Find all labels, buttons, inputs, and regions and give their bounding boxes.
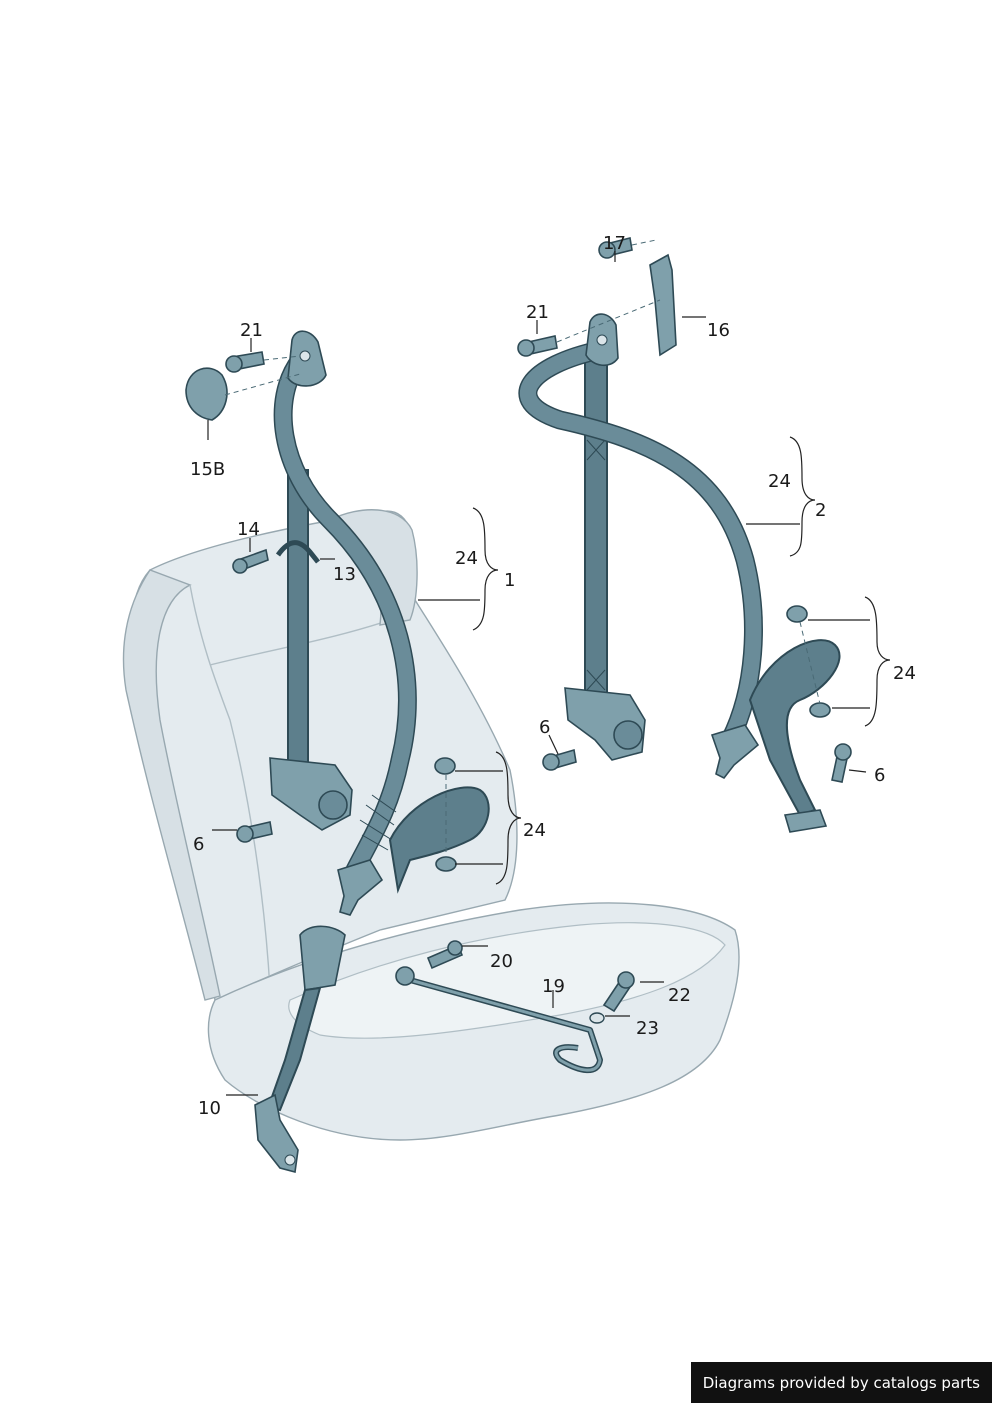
right-floor-anchor [783,809,828,833]
right-height-adjuster-16 [649,253,677,357]
left-screw-14-head [232,558,248,574]
callout-6-left: 6 [193,834,204,855]
left-top-anchor-hole [299,350,311,362]
left-retractor-spool [318,790,348,820]
left-buckle-bracket [254,1093,299,1174]
seat-illustration [122,509,740,1141]
left-belt-stitching [359,794,397,851]
callout-24-right-upper: 24 [768,471,791,492]
left-lap-loop [388,786,490,894]
right-lap-loop [748,639,841,817]
callout-6-right-lower: 6 [874,765,885,786]
guide-rail-19-eye [395,966,415,986]
left-bolt-21-head [225,355,243,373]
seat-backrest-seam [189,584,271,991]
callout-13: 13 [333,564,356,585]
right-cap-24 [786,605,808,623]
left-cap-axis [224,373,301,396]
left-belt-vertical-webbing [287,469,309,771]
callout-1: 1 [504,570,515,591]
callout-24-left-lower: 24 [523,820,546,841]
callout-16: 16 [707,320,730,341]
callout-17: 17 [603,233,626,254]
attribution-text: Diagrams provided by catalogs parts [702,1373,980,1392]
left-belt-diagonal [275,352,416,878]
right-bolt-17-axis [631,239,657,246]
right-washer-24 [809,702,831,718]
right-belt-stitching [586,439,606,691]
attribution-footer: Diagrams provided by catalogs parts [690,1362,992,1403]
left-bolt-6-head [236,825,254,843]
cushion-bolt-20-head [447,940,463,956]
left-buckle-bolt-hole [284,1154,296,1166]
left-cap-24 [434,757,456,775]
left-belt-tongue [337,859,384,916]
callout-24-left-upper: 24 [455,548,478,569]
right-belt-diagonal-outline [518,340,763,750]
left-bolt-21-axis [263,355,301,361]
right-bolt-6b-head [834,743,852,761]
callout-20: 20 [490,951,513,972]
callout-2: 2 [815,500,826,521]
callout-21-left: 21 [240,320,263,341]
cushion-bolt-22-head [617,971,635,989]
right-retractor-spool [613,720,643,750]
right-bolt-21-head [517,339,535,357]
leader-lines [207,251,891,1096]
callout-15b: 15B [190,459,225,480]
left-buckle [299,925,346,991]
callout-23: 23 [636,1018,659,1039]
right-belt-diagonal [519,342,762,748]
callout-22: 22 [668,985,691,1006]
left-clip-13 [275,540,320,564]
cushion-washer-23 [589,1012,605,1024]
left-washer-24 [435,856,457,872]
callout-14: 14 [237,519,260,540]
right-bolt-17-head [598,241,616,259]
seat-cushion-top [288,922,726,1039]
left-buckle-stalk [266,986,322,1112]
right-belt-assembly [517,237,852,833]
left-belt-assembly [185,330,635,1174]
guide-rail-19-inner [409,978,602,1072]
right-top-anchor-hole [596,334,608,346]
left-cover-cap-15b [185,367,228,421]
callout-21-right: 21 [526,302,549,323]
right-belt-tongue [710,724,760,780]
right-bolt-6a-head [542,753,560,771]
right-belt-vertical-webbing [584,349,608,696]
callout-10: 10 [198,1098,221,1119]
callout-19: 19 [542,976,565,997]
callout-labels: 21 15B 14 13 24 1 6 24 10 20 19 22 23 17… [190,233,916,1119]
seat-backrest-side [122,569,221,1001]
right-bolt-21-axis [556,299,661,343]
callout-6-right-upper: 6 [539,717,550,738]
callout-24-right-lower: 24 [893,663,916,684]
